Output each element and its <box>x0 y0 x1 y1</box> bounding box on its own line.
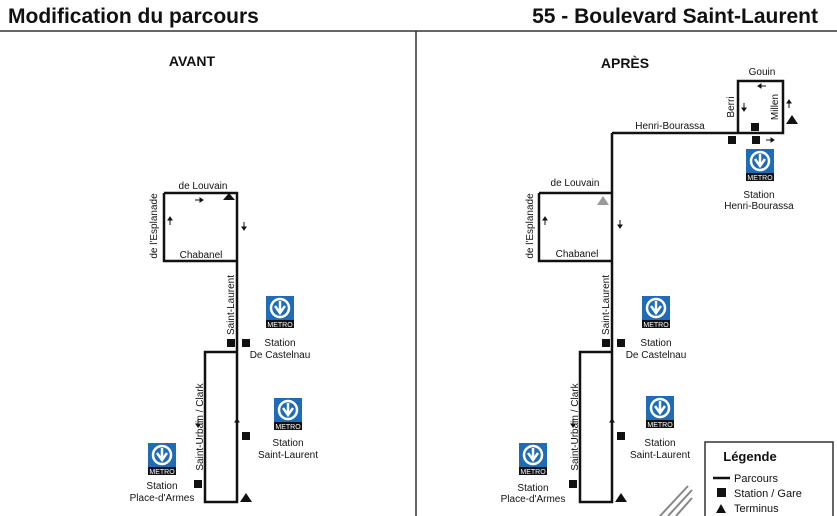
street-label: de l'Esplanade <box>525 193 536 259</box>
station-icon <box>242 432 250 440</box>
station-icon <box>227 339 235 347</box>
metro-icon: METRO <box>274 398 302 431</box>
avant-heading: AVANT <box>169 53 216 69</box>
station-label: Station <box>644 438 675 449</box>
route-line <box>162 191 239 504</box>
station-label: Place-d'Armes <box>130 493 195 504</box>
station-label: Station <box>146 481 177 492</box>
station-icon <box>717 488 726 497</box>
station-icon <box>242 339 250 347</box>
metro-icon: METRO <box>646 396 674 429</box>
metro-label: METRO <box>520 469 546 476</box>
panel-apres: APRÈS de Louvain de l'Esplanade Chabanel… <box>501 55 798 516</box>
street-label: Saint-Laurent <box>601 275 612 335</box>
station-label: Saint-Laurent <box>258 450 318 461</box>
panel-avant: AVANT de Louvain de l'Esplanade Chabanel… <box>130 53 319 504</box>
metro-label: METRO <box>647 422 673 429</box>
station-label: Station <box>743 190 774 201</box>
station-icon <box>752 136 760 144</box>
station-icon <box>602 339 610 347</box>
legend-item: Station / Gare <box>734 488 802 500</box>
metro-icon: METRO <box>642 296 670 329</box>
station-label: De Castelnau <box>250 350 311 361</box>
street-label: Chabanel <box>556 249 599 260</box>
former-terminus-icon <box>597 196 609 205</box>
continuation-arrows-icon <box>659 485 693 516</box>
station-label: Henri-Bourassa <box>724 201 794 212</box>
terminus-icon <box>786 115 798 124</box>
metro-icon: METRO <box>746 149 774 182</box>
legend-item: Parcours <box>734 473 779 485</box>
metro-label: METRO <box>275 424 301 431</box>
station-icon <box>617 339 625 347</box>
station-icon <box>569 480 577 488</box>
legend-title: Légende <box>723 449 776 464</box>
terminus-icon <box>223 193 235 200</box>
direction-arrows <box>167 83 792 428</box>
street-label: de Louvain <box>551 178 600 189</box>
terminus-icon <box>240 493 252 502</box>
station-label: Station <box>517 483 548 494</box>
street-label: Saint-Urbain / Clark <box>570 382 581 470</box>
street-label: Chabanel <box>180 250 223 261</box>
terminus-icon <box>716 504 726 513</box>
station-icon <box>728 136 736 144</box>
route-title: 55 - Boulevard Saint-Laurent <box>532 5 818 28</box>
metro-label: METRO <box>747 175 773 182</box>
station-label: Station <box>272 438 303 449</box>
street-label: Saint-Urbain / Clark <box>195 382 206 470</box>
metro-label: METRO <box>643 322 669 329</box>
route-line <box>537 79 785 504</box>
page-title: Modification du parcours <box>8 5 259 28</box>
station-label: Place-d'Armes <box>501 494 566 505</box>
apres-heading: APRÈS <box>601 55 649 71</box>
station-icon <box>617 432 625 440</box>
metro-label: METRO <box>149 469 175 476</box>
legend: Légende Parcours Station / Gare Terminus <box>704 441 834 516</box>
metro-icon: METRO <box>266 296 294 329</box>
station-icon <box>194 480 202 488</box>
street-label: de Louvain <box>179 181 228 192</box>
terminus-icon <box>615 493 627 502</box>
metro-icon: METRO <box>148 443 176 476</box>
street-label: Millen <box>770 94 781 120</box>
street-label: de l'Esplanade <box>149 193 160 259</box>
street-label: Berri <box>726 96 737 117</box>
station-label: Station <box>264 338 295 349</box>
street-label: Saint-Laurent <box>226 275 237 335</box>
metro-icon: METRO <box>519 443 547 476</box>
street-label: Gouin <box>749 67 776 78</box>
station-label: Saint-Laurent <box>630 450 690 461</box>
station-icon <box>751 123 759 131</box>
station-label: De Castelnau <box>626 350 687 361</box>
metro-label: METRO <box>267 322 293 329</box>
station-label: Station <box>640 338 671 349</box>
legend-item: Terminus <box>734 503 779 515</box>
street-label: Henri-Bourassa <box>635 121 705 132</box>
